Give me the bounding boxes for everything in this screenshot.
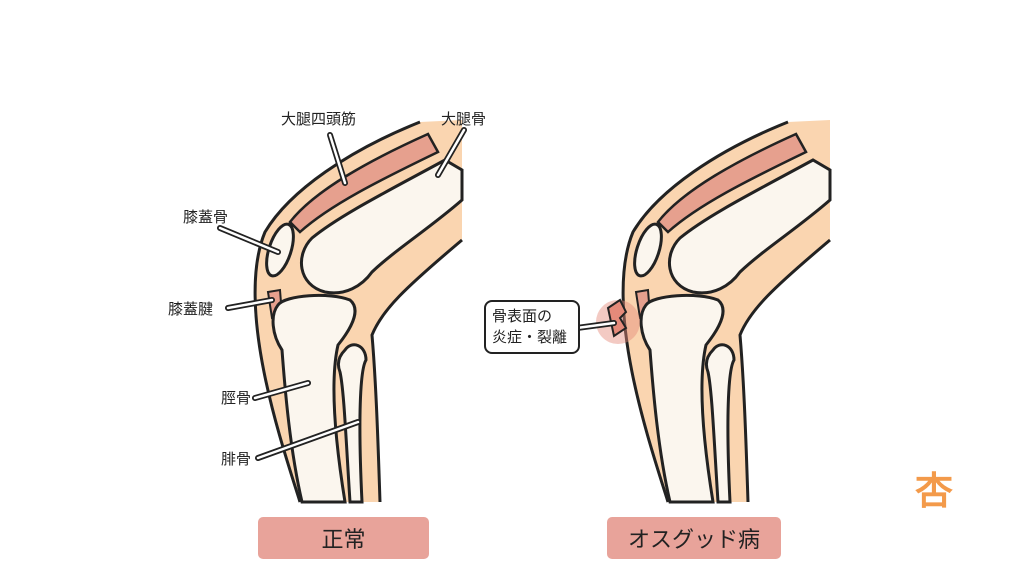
logo: 杏: [913, 465, 955, 517]
callout-line-1: 骨表面の: [492, 307, 553, 325]
avulsion-fragment: [606, 298, 628, 338]
callout-osgood: 骨表面の 炎症・裂離: [484, 300, 580, 354]
label-patella: 膝蓋骨: [183, 208, 229, 226]
label-patellar-tendon: 膝蓋腱: [168, 300, 214, 318]
caption-normal: 正常: [258, 517, 429, 559]
logo-mark: 杏: [914, 469, 953, 513]
label-quadriceps: 大腿四頭筋: [281, 110, 357, 128]
caption-osgood: オスグッド病: [607, 517, 781, 559]
callout-line-2: 炎症・裂離: [492, 328, 568, 346]
label-fibula: 腓骨: [221, 450, 252, 468]
label-tibia: 脛骨: [221, 389, 252, 407]
label-femur: 大腿骨: [441, 110, 487, 128]
osgood-knee: [596, 118, 832, 504]
